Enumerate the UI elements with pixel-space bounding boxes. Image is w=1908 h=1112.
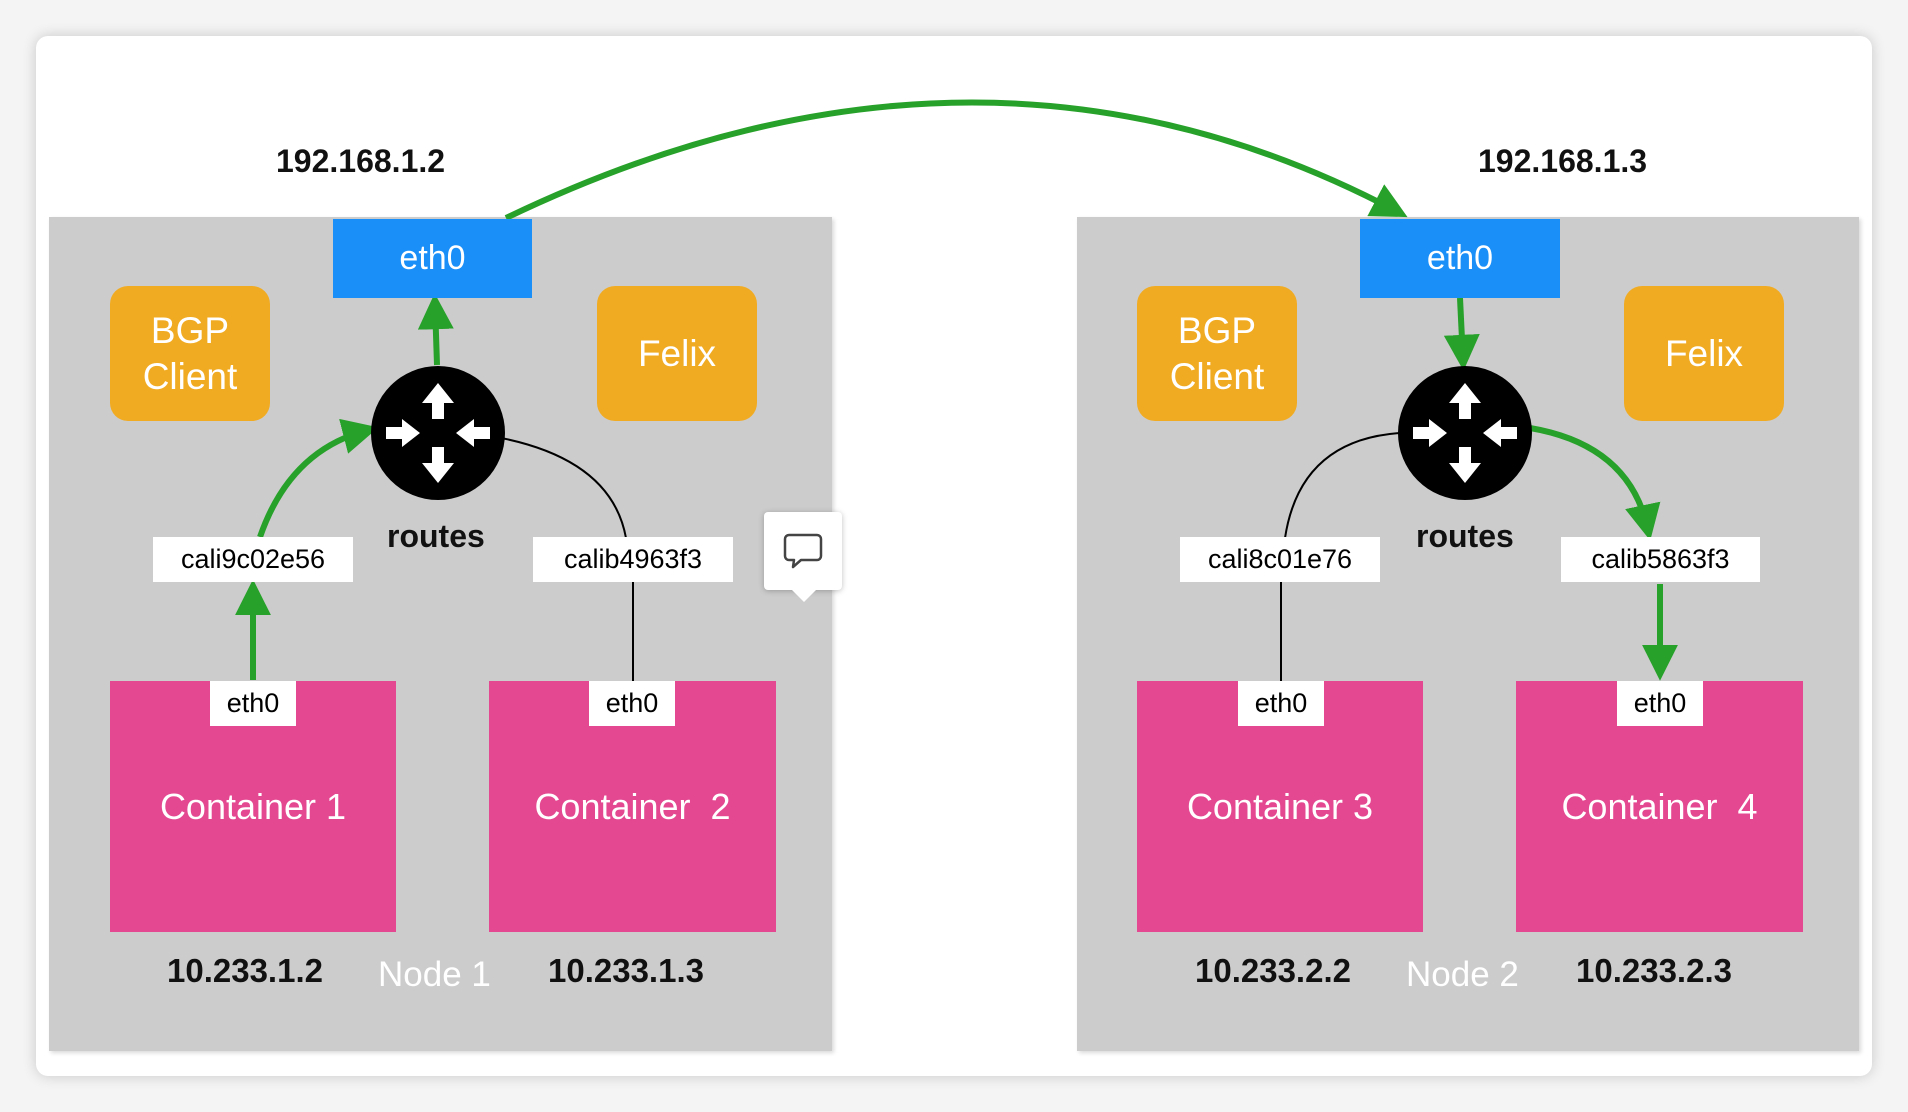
arrow-cali-to-router1 [257,418,379,538]
node-2-label: Node 2 [1406,955,1519,994]
arrow-router2-to-calib5863f3 [1529,425,1661,541]
container-3-eth0: eth0 [1238,681,1324,726]
bgp-client-label: BGP Client [142,309,238,397]
arrow-eth0-to-router2 [1443,297,1480,371]
node-1-label: Node 1 [378,955,491,994]
add-comment-button[interactable] [764,512,842,590]
node-2-bgp-client: BGP Client [1137,286,1297,421]
node-2-veth-calib5863f3: calib5863f3 [1561,537,1760,582]
comment-icon [783,533,823,569]
node-1-veth-cali9c02e56: cali9c02e56 [153,537,353,582]
arrow-host-to-host [504,99,1408,221]
node-1-host-ip: 192.168.1.2 [276,143,446,179]
node-2-host-ip: 192.168.1.3 [1478,143,1648,179]
comment-bubble-tail [792,590,816,602]
container-3-ip: 10.233.2.2 [1195,952,1351,989]
node-1-host-eth0: eth0 [333,219,532,298]
node-1-veth-calib4963f3: calib4963f3 [533,537,733,582]
router-icon [1398,366,1532,500]
bgp-client-label: BGP Client [1169,309,1265,397]
container-1-ip: 10.233.1.2 [167,952,323,989]
node-2-routes-label: routes [1416,518,1514,554]
container-1-eth0: eth0 [210,681,296,726]
link-router2-cali8c01e76 [1284,432,1401,539]
container-2-eth0: eth0 [589,681,675,726]
container-4-ip: 10.233.2.3 [1576,952,1732,989]
node-2-veth-cali8c01e76: cali8c01e76 [1180,537,1380,582]
node-2-felix: Felix [1624,286,1784,421]
arrow-router1-to-eth0 [417,293,454,366]
container-2-ip: 10.233.1.3 [548,952,704,989]
node-2-host-eth0: eth0 [1360,219,1560,298]
node-1-bgp-client: BGP Client [110,286,270,421]
node-1-routes-label: routes [387,518,485,554]
router-icon [371,366,505,500]
node-1-felix: Felix [597,286,757,421]
container-4-eth0: eth0 [1617,681,1703,726]
